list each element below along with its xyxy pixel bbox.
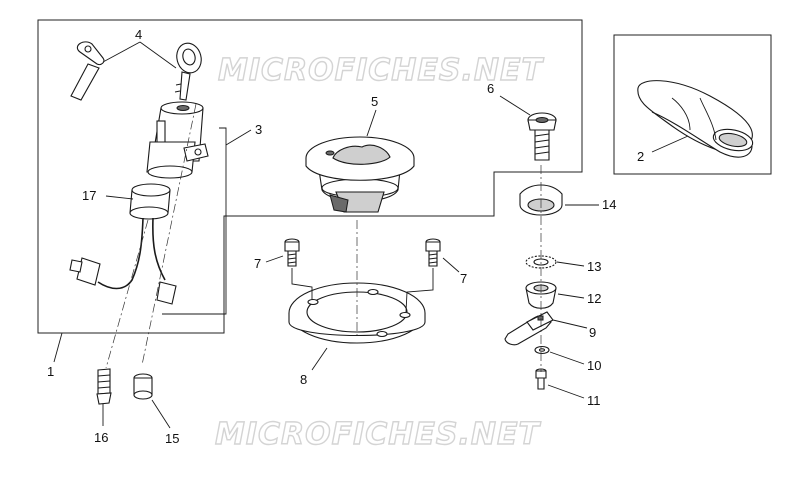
ignition-lock-cylinder-icon bbox=[146, 101, 209, 179]
callout-2: 2 bbox=[637, 149, 644, 164]
leader-3 bbox=[225, 129, 252, 146]
screw-7-right-path bbox=[405, 268, 434, 313]
watermark-top: MICROFICHES.NET bbox=[218, 53, 545, 88]
part-2-frame bbox=[613, 34, 772, 175]
leader-8 bbox=[311, 347, 328, 371]
leader-12 bbox=[557, 293, 585, 299]
fuel-cap-icon bbox=[305, 136, 415, 213]
leader-5 bbox=[366, 109, 377, 137]
leader-15 bbox=[151, 399, 171, 429]
callout-8: 8 bbox=[300, 372, 307, 387]
bolt-6-icon bbox=[527, 112, 557, 161]
callout-12: 12 bbox=[587, 291, 601, 306]
callout-7-right: 7 bbox=[460, 271, 467, 286]
bracket-9-icon bbox=[504, 311, 554, 346]
bolt-16-icon bbox=[96, 368, 112, 405]
leader-11 bbox=[547, 384, 585, 399]
leader-2 bbox=[651, 135, 689, 153]
screw-7-left-icon bbox=[284, 238, 300, 267]
kit-frame-outline bbox=[37, 19, 583, 334]
callout-15: 15 bbox=[165, 431, 179, 446]
part-3-bracket bbox=[162, 127, 227, 315]
callout-7-left: 7 bbox=[254, 256, 261, 271]
callout-17: 17 bbox=[82, 188, 96, 203]
leader-1 bbox=[53, 332, 63, 363]
callout-4: 4 bbox=[135, 27, 142, 42]
bolt-15-icon bbox=[133, 373, 153, 400]
leader-13 bbox=[556, 261, 585, 267]
tool-pouch-icon bbox=[637, 80, 754, 158]
leader-10 bbox=[549, 351, 585, 365]
screw-7-left-path bbox=[291, 268, 313, 300]
leader-9 bbox=[552, 319, 588, 329]
screw-7-right-icon bbox=[425, 238, 441, 267]
callout-11: 11 bbox=[587, 393, 601, 408]
key-icon bbox=[174, 42, 202, 101]
leader-7-right bbox=[442, 257, 460, 273]
leader-4 bbox=[102, 41, 177, 69]
centerline-switch bbox=[105, 219, 149, 369]
washer-10-icon bbox=[534, 345, 550, 355]
leader-17 bbox=[105, 195, 134, 200]
ignition-switch-icon bbox=[69, 183, 177, 305]
callout-1: 1 bbox=[47, 364, 54, 379]
callout-5: 5 bbox=[371, 94, 378, 109]
callout-13: 13 bbox=[587, 259, 601, 274]
leader-7-left bbox=[265, 255, 284, 263]
callout-10: 10 bbox=[587, 358, 601, 373]
leader-6 bbox=[499, 95, 531, 116]
watermark-bottom: MICROFICHES.NET bbox=[215, 417, 542, 452]
callout-3: 3 bbox=[255, 122, 262, 137]
centerline-lock bbox=[141, 103, 197, 366]
callout-9: 9 bbox=[589, 325, 596, 340]
callout-6: 6 bbox=[487, 81, 494, 96]
callout-16: 16 bbox=[94, 430, 108, 445]
key-blank-icon bbox=[70, 41, 105, 101]
callout-14: 14 bbox=[602, 197, 616, 212]
